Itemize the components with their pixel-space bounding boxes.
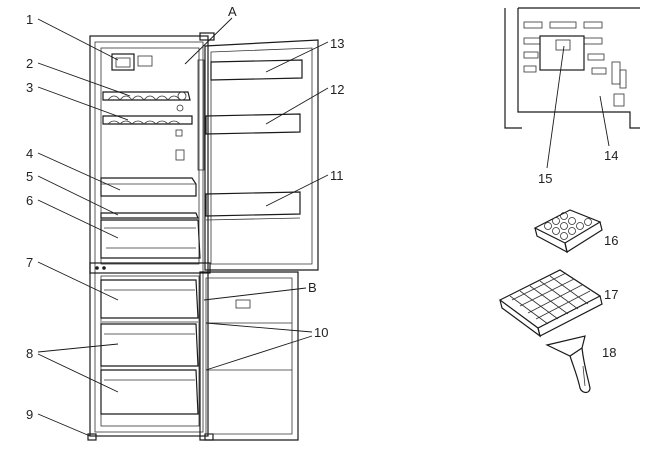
label-8: 8 [26,346,33,361]
label-2: 2 [26,56,33,71]
wine-rack [102,91,191,112]
vegetable-crisper [100,219,201,259]
label-7: 7 [26,255,33,270]
label-11: 11 [330,168,344,183]
label-17: 17 [604,287,618,302]
refrigerator-body [87,32,215,441]
label-15: 15 [538,171,552,186]
label-3: 3 [26,80,33,95]
label-12: 12 [330,82,344,97]
label-A: A [228,4,237,19]
label-18: 18 [602,345,616,360]
freezer-door [199,271,299,441]
label-5: 5 [26,169,33,184]
label-10: 10 [314,325,328,340]
label-13: 13 [330,36,344,51]
callout-labels: 1 2 3 4 5 6 7 8 9 A 13 12 11 B 10 15 14 … [26,4,618,422]
label-14: 14 [604,148,618,163]
fan-light-unit [111,53,153,71]
fridge-ceiling-detail [504,7,640,129]
freezer-drawers [100,279,199,415]
label-9: 9 [26,407,33,422]
label-4: 4 [26,146,33,161]
fridge-shelf [100,177,197,197]
ice-cube-tray [498,269,603,338]
crisper-cover-shelf [100,212,199,219]
label-B: B [308,280,317,295]
label-6: 6 [26,193,33,208]
fridge-door [197,39,319,271]
label-1: 1 [26,12,33,27]
leader-lines [37,17,610,437]
egg-tray [533,209,603,254]
label-16: 16 [604,233,618,248]
ice-scraper [545,335,591,394]
adjustable-glass-shelf [102,115,193,161]
